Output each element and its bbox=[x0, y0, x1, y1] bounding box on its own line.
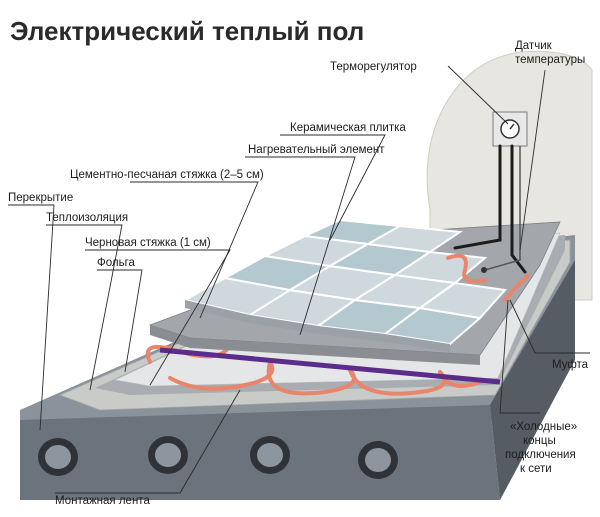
label-heating-element: Нагревательный элемент bbox=[248, 144, 385, 156]
cement-screed-edge bbox=[150, 325, 480, 365]
slab-hollow-cores bbox=[38, 436, 398, 479]
leader-lines bbox=[8, 65, 590, 494]
mounting-tape bbox=[159, 347, 501, 385]
label-thermostat: Терморегулятор bbox=[330, 61, 417, 73]
diagram-title: Электрический теплый пол bbox=[10, 16, 364, 46]
label-cold-ends-1: «Холодные» bbox=[510, 421, 577, 433]
tile-edge bbox=[185, 300, 450, 352]
label-insulation: Теплоизоляция bbox=[46, 212, 128, 224]
ceramic-tile-layer bbox=[182, 218, 507, 346]
slab-side bbox=[490, 260, 575, 500]
cable-near-wall bbox=[446, 253, 487, 284]
label-cold-ends-3: подключения bbox=[505, 449, 576, 461]
label-coupling: Муфта bbox=[552, 359, 589, 371]
sensor-icon bbox=[481, 267, 487, 273]
label-tile: Керамическая плитка bbox=[290, 122, 406, 134]
cable-near-wall-2 bbox=[503, 274, 530, 302]
label-cold-ends-2: концы bbox=[523, 435, 556, 447]
label-sensor-2: температуры bbox=[515, 54, 585, 66]
label-sensor-1: Датчик bbox=[515, 40, 553, 52]
label-screed: Цементно-песчаная стяжка (2–5 см) bbox=[70, 169, 264, 181]
sensor-wire bbox=[484, 146, 521, 271]
label-cold-ends-4: к сети bbox=[520, 463, 552, 475]
label-rough-screed: Черновая стяжка (1 см) bbox=[85, 237, 211, 249]
label-mounting-tape: Монтажная лента bbox=[55, 495, 150, 507]
label-foil: Фольга bbox=[97, 257, 136, 269]
thermostat bbox=[492, 111, 528, 147]
cold-end-wires bbox=[453, 144, 527, 274]
label-slab: Перекрытие bbox=[8, 192, 73, 204]
